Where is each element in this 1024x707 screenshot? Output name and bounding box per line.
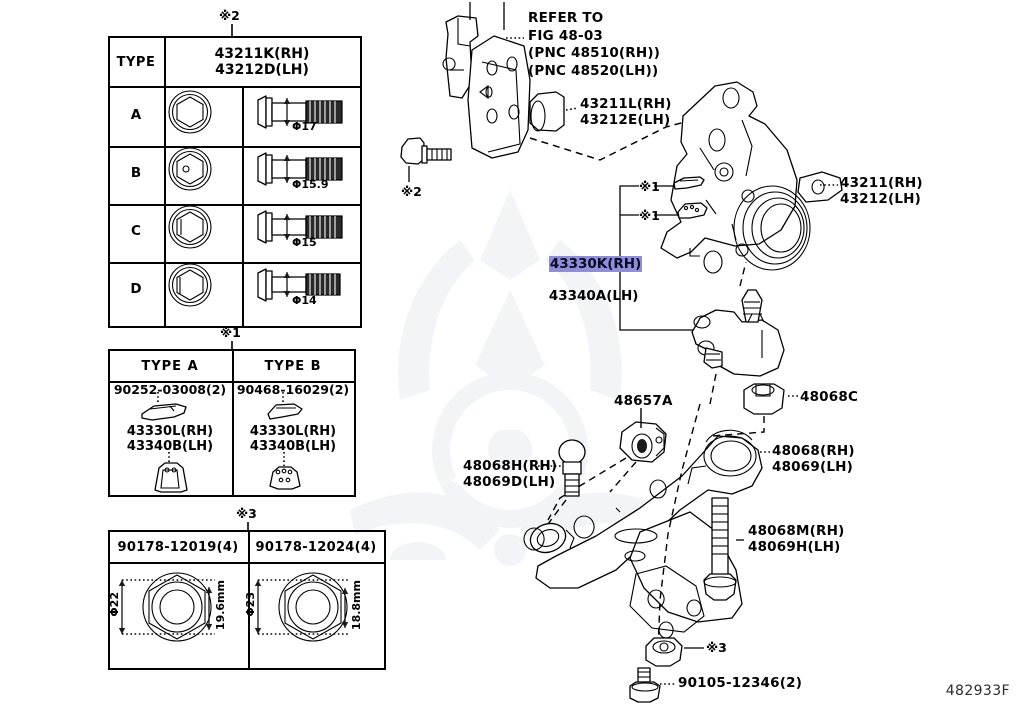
cover-part-a: 43330L(RH) 43340B(LH) xyxy=(126,424,214,454)
bolt-table-header-part: 43211K(RH) 43212D(LH) xyxy=(214,46,310,78)
clip-table-header-b: TYPE B xyxy=(264,358,322,374)
label-48068M-arm-bolt: 48068M(RH) 48069H(LH) xyxy=(748,523,845,555)
secondary-part-number: 43340A(LH) xyxy=(548,288,639,304)
nut-height-1: 19.6mm xyxy=(214,580,227,631)
bolt-dim-c: Φ15 xyxy=(292,236,317,249)
nut-size-table xyxy=(108,530,386,670)
nut-width-1: Φ22 xyxy=(108,592,121,617)
marker-3-callout-washer: ※3 xyxy=(706,640,727,655)
label-48657A-bushing: 48657A xyxy=(614,393,673,409)
marker-1-callout-lower: ※1 xyxy=(639,208,660,223)
bolt-dim-b: Φ15.9 xyxy=(292,178,329,191)
label-48068-lower-control-arm: 48068(RH) 48069(LH) xyxy=(772,443,855,475)
bolt-row-type-d: D xyxy=(130,281,142,297)
bolt-row-type-b: B xyxy=(130,165,142,181)
bolt-row-type-a: A xyxy=(130,107,142,123)
nut-height-2: 18.8mm xyxy=(350,580,363,631)
marker-2-callout-bolt: ※2 xyxy=(401,184,422,199)
highlighted-part-number[interactable]: 43330K(RH) xyxy=(548,256,643,272)
clip-part-a: 90252-03008(2) xyxy=(113,382,227,397)
marker-1-clip-table: ※1 xyxy=(220,325,241,340)
background-watermark xyxy=(330,150,690,570)
label-48068C-nut: 48068C xyxy=(800,389,859,405)
bolt-row-type-c: C xyxy=(131,223,141,239)
bolt-table-header-type: TYPE xyxy=(116,54,156,70)
label-43211L-dust-cover-bolt: 43211L(RH) 43212E(LH) xyxy=(580,96,672,128)
bolt-dim-a: Φ17 xyxy=(292,120,317,133)
figure-id: 482933F xyxy=(945,683,1010,699)
refer-to-note: REFER TO FIG 48-03 (PNC 48510(RH)) (PNC … xyxy=(528,10,661,79)
marker-3-nut-table: ※3 xyxy=(236,506,257,521)
label-43211-steering-knuckle: 43211(RH) 43212(LH) xyxy=(840,175,923,207)
clip-type-table xyxy=(108,349,356,497)
label-90105-mount-bolt: 90105-12346(2) xyxy=(678,675,803,691)
nut-table-header-2: 90178-12024(4) xyxy=(255,539,377,555)
label-43330K-highlighted[interactable]: 43330K(RH) 43340A(LH) xyxy=(530,240,643,320)
label-48068H-ball-joint-bolt: 48068H(RH) 48069D(LH) xyxy=(463,458,558,490)
marker-1-callout-upper: ※1 xyxy=(639,179,660,194)
clip-table-header-a: TYPE A xyxy=(141,358,199,374)
cover-part-b: 43330L(RH) 43340B(LH) xyxy=(249,424,337,454)
clip-part-b: 90468-16029(2) xyxy=(236,382,350,397)
marker-2-bolt-table: ※2 xyxy=(219,8,240,23)
bolt-type-table xyxy=(108,36,362,328)
bolt-dim-d: Φ14 xyxy=(292,294,317,307)
nut-width-2: Φ23 xyxy=(244,592,257,617)
nut-table-header-1: 90178-12019(4) xyxy=(117,539,239,555)
